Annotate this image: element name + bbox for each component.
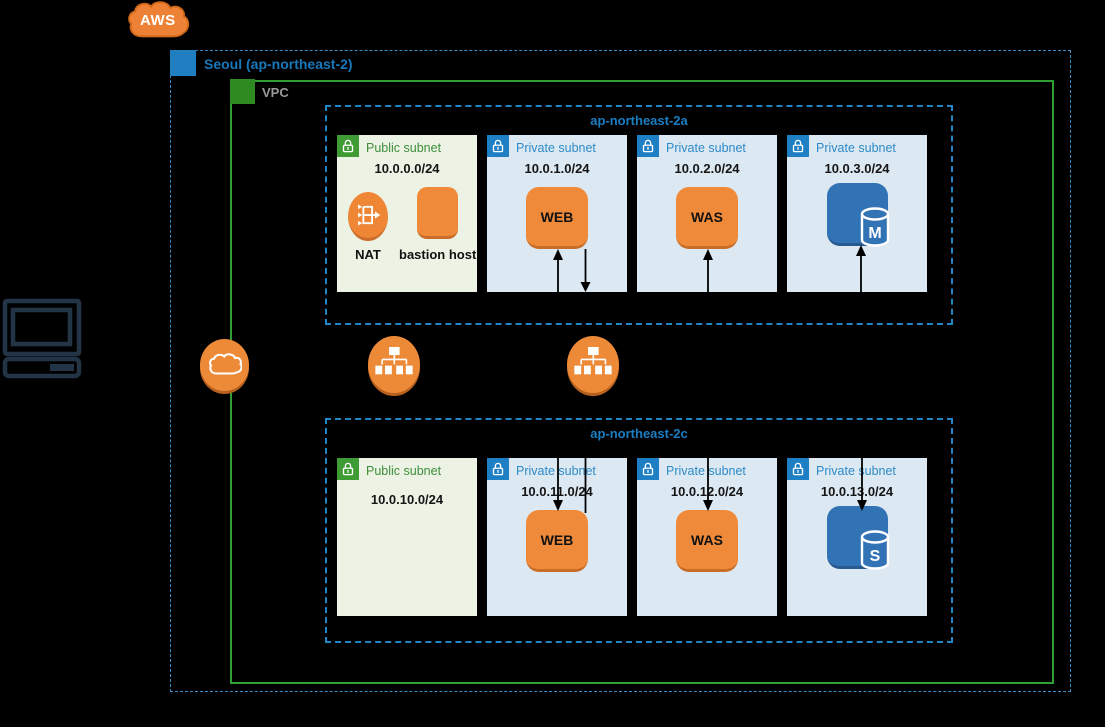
- subnet-public-2c: Public subnet 10.0.10.0/24: [337, 458, 477, 616]
- subnet-title: Private subnet: [816, 464, 896, 478]
- subnet-cidr: 10.0.10.0/24: [370, 492, 444, 507]
- web-server-icon: WEB: [526, 187, 588, 249]
- subnet-private-web-2c: Private subnet 10.0.11.0/24 WEB: [487, 458, 627, 616]
- subnet-private-web-2a: Private subnet 10.0.1.0/24 WEB: [487, 135, 627, 292]
- aws-cloud-label: AWS: [140, 12, 176, 29]
- subnet-title: Private subnet: [666, 141, 746, 155]
- subnet-title: Private subnet: [516, 464, 596, 478]
- region-icon: [170, 50, 196, 76]
- private-subnet-lock-icon: [787, 458, 809, 480]
- client-computer-icon: [2, 298, 82, 379]
- elastic-load-balancer-icon: [567, 336, 619, 393]
- nat-gateway-icon: [348, 192, 388, 241]
- svg-text:S: S: [870, 548, 881, 565]
- subnet-public-2a: Public subnet 10.0.0.0/24 NAT bastion ho…: [337, 135, 477, 292]
- private-subnet-lock-icon: [487, 458, 509, 480]
- subnet-cidr: 10.0.11.0/24: [521, 484, 593, 499]
- subnet-title: Private subnet: [666, 464, 746, 478]
- rds-master-icon: M: [827, 183, 890, 247]
- subnet-title: Private subnet: [516, 141, 596, 155]
- subnet-cidr: 10.0.0.0/24: [374, 161, 440, 176]
- web-server-icon: WEB: [526, 510, 588, 572]
- public-subnet-lock-icon: [337, 458, 359, 480]
- nat-label: NAT: [355, 247, 381, 262]
- rds-standby-icon: S: [827, 506, 890, 570]
- availability-zone-2a: ap-northeast-2a: [325, 105, 953, 325]
- aws-cloud-icon: [128, 1, 190, 38]
- subnet-cidr: 10.0.13.0/24: [820, 484, 894, 499]
- was-server-icon: WAS: [676, 510, 738, 572]
- subnet-private-db-2a: Private subnet 10.0.3.0/24 M: [787, 135, 927, 292]
- subnet-title: Private subnet: [816, 141, 896, 155]
- public-subnet-lock-icon: [337, 135, 359, 157]
- private-subnet-lock-icon: [787, 135, 809, 157]
- private-subnet-lock-icon: [637, 458, 659, 480]
- subnet-title: Public subnet: [366, 464, 442, 478]
- subnet-cidr: 10.0.2.0/24: [674, 161, 740, 176]
- elastic-load-balancer-icon: [368, 336, 420, 393]
- internet-gateway-icon: [200, 339, 249, 391]
- subnet-cidr: 10.0.3.0/24: [824, 161, 890, 176]
- subnet-private-db-2c: Private subnet 10.0.13.0/24 S: [787, 458, 927, 616]
- subnet-private-was-2a: Private subnet 10.0.2.0/24 WAS: [637, 135, 777, 292]
- bastion-host-label: bastion host: [399, 247, 477, 262]
- vpc-label: VPC: [262, 85, 289, 100]
- bastion-host-icon: [417, 187, 458, 239]
- subnet-cidr: 10.0.12.0/24: [670, 484, 744, 499]
- subnet-cidr: 10.0.1.0/24: [524, 161, 590, 176]
- region-boundary: [170, 50, 1071, 692]
- az-label: ap-northeast-2c: [590, 426, 688, 441]
- availability-zone-2c: ap-northeast-2c: [325, 418, 953, 643]
- private-subnet-lock-icon: [637, 135, 659, 157]
- was-server-icon: WAS: [676, 187, 738, 249]
- region-label: Seoul (ap-northeast-2): [204, 56, 353, 72]
- svg-text:M: M: [868, 225, 881, 242]
- subnet-title: Public subnet: [366, 141, 442, 155]
- subnet-private-was-2c: Private subnet 10.0.12.0/24 WAS: [637, 458, 777, 616]
- vpc-icon: [230, 79, 255, 104]
- az-label: ap-northeast-2a: [590, 113, 688, 128]
- private-subnet-lock-icon: [487, 135, 509, 157]
